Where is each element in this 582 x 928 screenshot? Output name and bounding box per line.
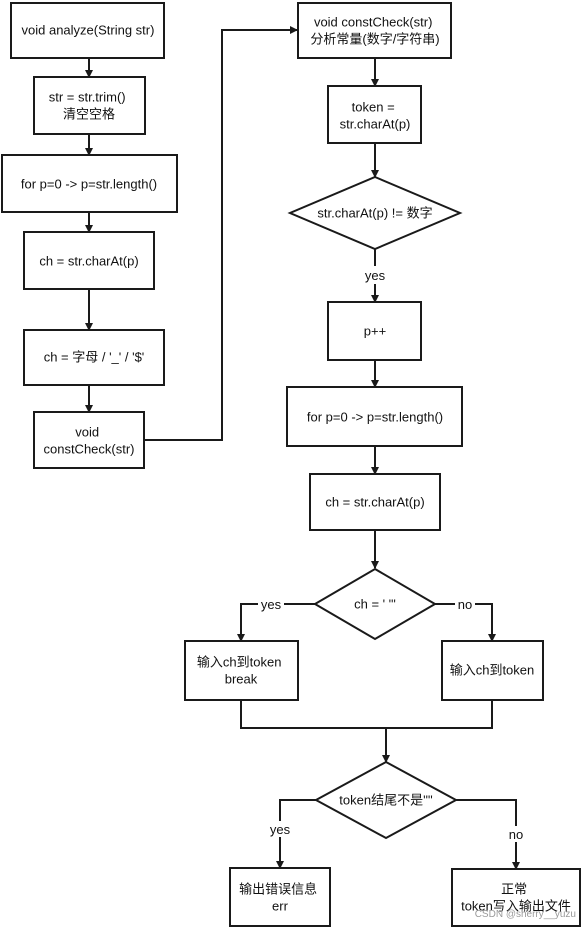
- label-token-end: token结尾不是'"': [339, 793, 432, 808]
- node-call-constcheck: [33, 411, 145, 469]
- edge-label-bg-yes3: [266, 821, 294, 837]
- edge-tokenend-no-branch: [456, 799, 520, 870]
- edge-label-yes1: yes: [365, 268, 386, 283]
- edge-label-yes2: yes: [261, 597, 282, 612]
- edge-labels: yes yes no yes no: [258, 266, 527, 842]
- node-trim: [33, 76, 146, 135]
- label-check-letter: ch = 字母 / '_' / '$': [44, 350, 145, 365]
- node-input-break: [184, 640, 299, 701]
- label-call-constcheck: void constCheck(str): [43, 425, 134, 457]
- label-analyze: void analyze(String str): [22, 23, 155, 38]
- label-constcheck-def: void constCheck(str) 分析常量(数字/字符串): [310, 15, 439, 47]
- edge-tokenend-yes-branch: [276, 799, 316, 869]
- label-token-assign: token = str.charAt(p): [340, 100, 411, 132]
- node-analyze: [10, 2, 165, 59]
- edge-label-yes3: yes: [270, 822, 291, 837]
- node-for1: [1, 154, 178, 213]
- label-charat1: ch = str.charAt(p): [39, 254, 138, 269]
- edge-label-bg-yes2: [258, 596, 284, 612]
- edge-quote-yes-branch: [237, 603, 315, 642]
- node-input-token: [441, 640, 544, 701]
- node-not-digit-decision: [287, 175, 463, 251]
- node-charat2: [309, 473, 441, 531]
- node-output-err: [229, 867, 331, 927]
- label-normal: 正常 token写入输出文件: [461, 882, 571, 914]
- connector-lines: [85, 26, 520, 870]
- node-normal: [451, 868, 581, 927]
- edge-quote-no-branch: [435, 603, 496, 642]
- edge-label-bg-no3: [505, 826, 527, 842]
- label-charat2: ch = str.charAt(p): [325, 495, 424, 510]
- node-charat1: [23, 231, 155, 290]
- label-input-token: 输入ch到token: [450, 663, 535, 678]
- edge-label-no2: no: [458, 597, 472, 612]
- label-for1: for p=0 -> p=str.length(): [21, 177, 157, 192]
- node-for2: [286, 386, 463, 447]
- label-pplus: p++: [364, 324, 386, 339]
- edge-label-no3: no: [509, 827, 523, 842]
- edge-merge: [240, 700, 493, 729]
- node-constcheck-def: [297, 2, 452, 59]
- label-for2: for p=0 -> p=str.length(): [307, 410, 443, 425]
- label-trim: str = str.trim() 清空空格: [49, 90, 130, 122]
- label-not-digit: str.charAt(p) != 数字: [317, 206, 432, 221]
- node-pplus: [327, 301, 422, 361]
- node-quote-decision: [313, 567, 437, 641]
- edge-label-bg-no2: [455, 596, 475, 612]
- label-output-err: 输出错误信息 err: [239, 882, 321, 914]
- node-token-assign: [327, 85, 422, 144]
- watermark: CSDN @sherry__yuzu: [475, 909, 576, 920]
- node-check-letter: [23, 329, 165, 386]
- edge-label-bg-yes1: [361, 266, 389, 284]
- label-ch-quote: ch = ' "': [354, 597, 396, 612]
- node-token-end-decision: [313, 760, 459, 840]
- node-labels: void analyze(String str) str = str.trim(…: [21, 15, 571, 914]
- label-input-break: 输入ch到token break: [197, 655, 285, 687]
- edge-call-to-constcheck: [144, 26, 298, 441]
